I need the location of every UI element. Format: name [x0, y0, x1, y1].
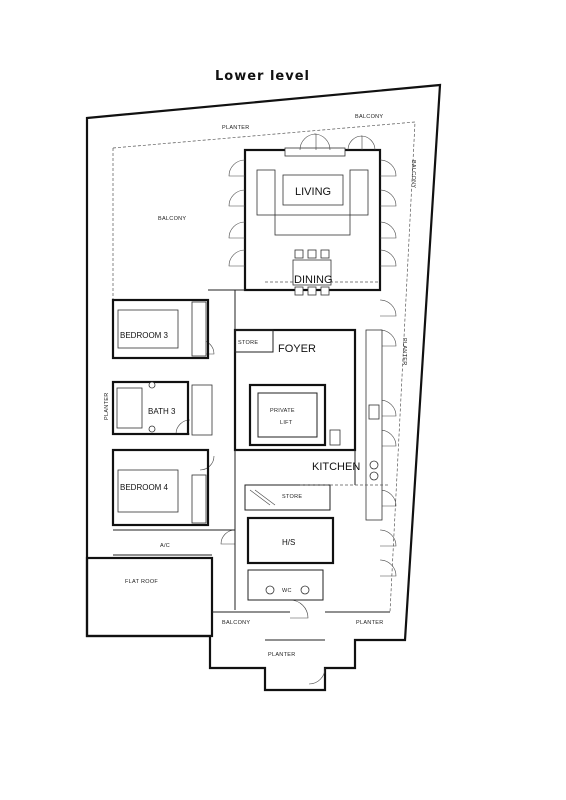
armchair-left: [256, 169, 276, 216]
wc-walls: [247, 569, 324, 601]
toilet: [300, 585, 310, 595]
stove-burner: [369, 471, 379, 481]
dining-chair: [294, 249, 304, 259]
label-private-lift-line1: PRIVATE: [270, 408, 295, 414]
label-bedroom4: BEDROOM 4: [120, 483, 169, 492]
coffee-table: [282, 174, 344, 206]
label-living: LIVING: [295, 186, 331, 198]
label-ac: A/C: [160, 543, 170, 549]
label-store-bottom: STORE: [282, 494, 302, 500]
bed: [117, 309, 179, 349]
label-hs: H/S: [282, 538, 295, 547]
bedroom4-walls: [111, 448, 210, 527]
dining-chair: [320, 286, 330, 296]
label-balcony-bottom: BALCONY: [222, 620, 250, 626]
store-top-walls: [234, 329, 274, 353]
label-planter-left: PLANTER: [104, 393, 110, 420]
wardrobe: [191, 474, 207, 524]
lift-panel: [329, 429, 341, 446]
label-planter-bottom-right: PLANTER: [356, 620, 383, 626]
label-planter-right: PLANTER: [401, 338, 407, 365]
sink: [148, 381, 156, 389]
kitchen-counter: [365, 329, 383, 521]
sofa: [274, 214, 351, 236]
label-dining: DINING: [294, 274, 333, 286]
dining-table: [292, 259, 332, 286]
label-flat-roof: FLAT ROOF: [125, 579, 158, 585]
label-foyer: FOYER: [278, 343, 316, 355]
dining-chair: [320, 249, 330, 259]
label-balcony-top: BALCONY: [355, 114, 383, 120]
dining-chair: [294, 286, 304, 296]
sink: [148, 425, 156, 433]
label-wc: WC: [282, 588, 292, 594]
label-bath3: BATH 3: [148, 407, 176, 416]
wardrobe: [191, 301, 207, 357]
label-planter-top: PLANTER: [222, 125, 249, 131]
label-bedroom3: BEDROOM 3: [120, 331, 169, 340]
hs-walls: [246, 516, 335, 565]
label-planter-bottom: PLANTER: [268, 652, 295, 658]
toilet: [265, 585, 275, 595]
label-balcony-main: BALCONY: [158, 216, 186, 222]
stove-burner: [369, 460, 379, 470]
closet: [191, 384, 213, 436]
bed: [117, 469, 179, 513]
store-bottom-walls: [244, 484, 331, 511]
label-store-top: STORE: [238, 340, 258, 346]
tv-console: [284, 147, 346, 157]
bathtub: [116, 387, 143, 429]
bedroom3-walls: [111, 298, 210, 360]
foyer-walls: [233, 328, 357, 452]
planter-edge-line: [112, 121, 416, 613]
label-balcony-right: BALCONY: [410, 160, 416, 188]
label-private-lift-line2: LIFT: [280, 420, 293, 426]
armchair-right: [349, 169, 369, 216]
stair-line: [254, 489, 276, 506]
door-swings: [175, 133, 397, 685]
flat-roof-area: [85, 556, 214, 638]
label-kitchen: KITCHEN: [312, 461, 360, 473]
lift-shaft: [248, 383, 327, 447]
sink: [368, 404, 380, 420]
lift-car: [257, 392, 318, 438]
dining-chair: [307, 286, 317, 296]
plan-title: Lower level: [215, 69, 310, 84]
stair-line: [249, 489, 271, 506]
dining-chair: [307, 249, 317, 259]
